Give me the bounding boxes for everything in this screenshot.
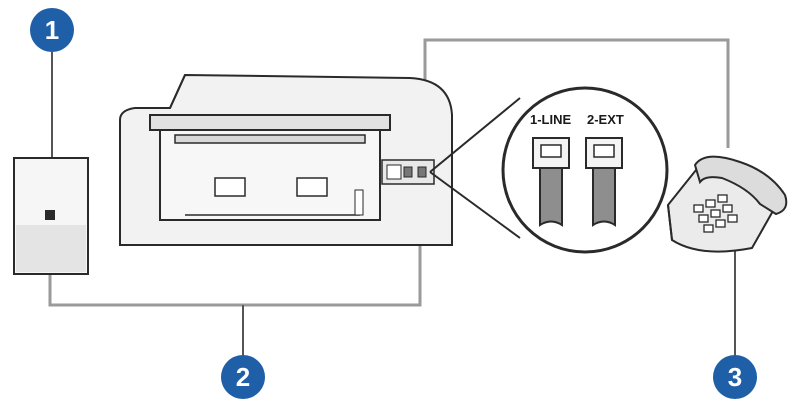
callout-3: 3 bbox=[713, 355, 757, 399]
line-port-label: 1-LINE bbox=[530, 112, 572, 127]
printer-device bbox=[119, 73, 453, 246]
wall-jack bbox=[13, 157, 89, 275]
svg-text:1: 1 bbox=[45, 15, 59, 45]
callout-2: 2 bbox=[221, 355, 265, 399]
wall-jack-port bbox=[45, 210, 55, 220]
callout-1: 1 bbox=[30, 8, 74, 52]
keypad bbox=[693, 194, 738, 233]
ext-port-connector bbox=[585, 137, 623, 227]
magnifier-wedge bbox=[429, 97, 521, 239]
handset bbox=[693, 155, 788, 216]
port-magnifier: 1-LINE 2-EXT bbox=[429, 86, 669, 254]
telephone-device bbox=[666, 155, 788, 253]
line-port-connector bbox=[532, 137, 570, 227]
svg-text:2: 2 bbox=[236, 362, 250, 392]
svg-text:3: 3 bbox=[728, 362, 742, 392]
ext-port-label: 2-EXT bbox=[587, 112, 624, 127]
